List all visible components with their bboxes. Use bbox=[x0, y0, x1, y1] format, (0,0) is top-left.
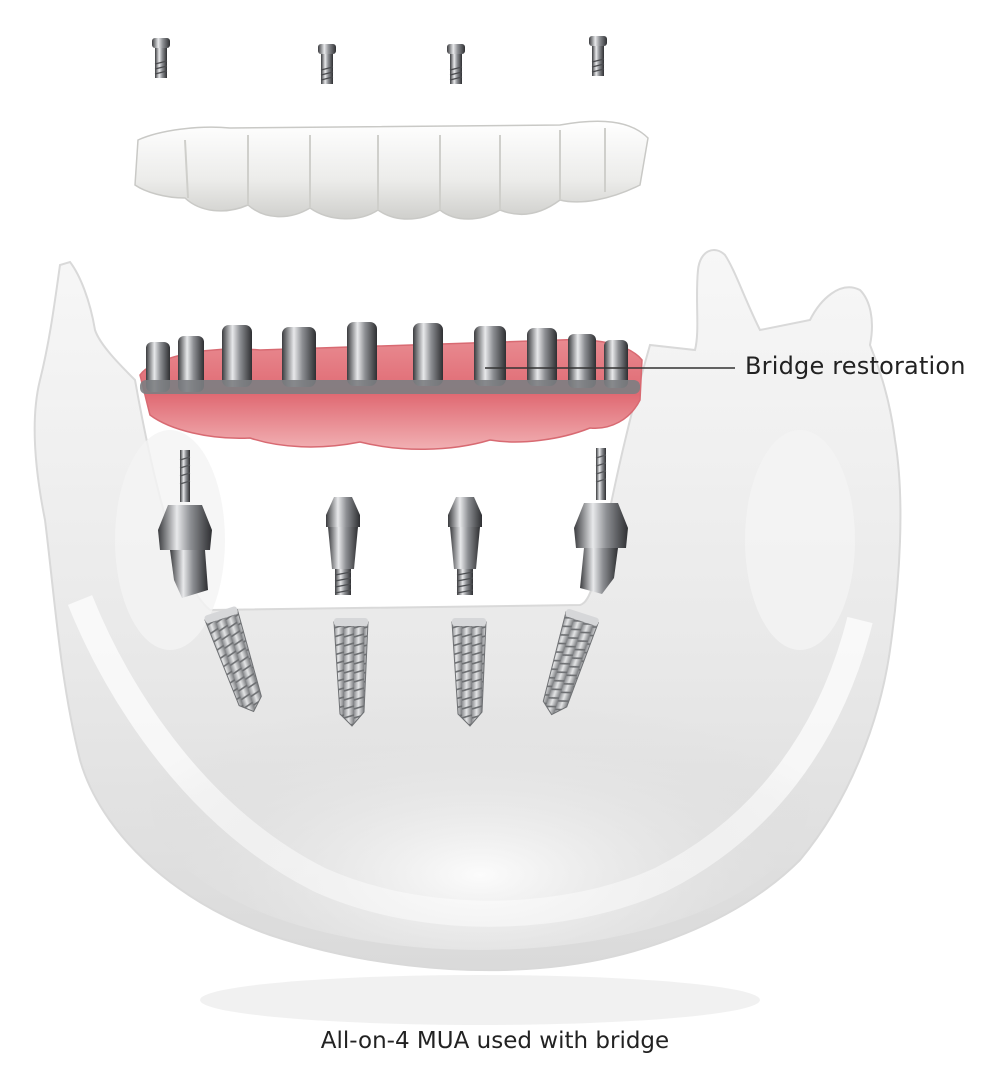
screw-icon bbox=[318, 44, 336, 84]
screw-icon bbox=[589, 36, 607, 76]
mua-abutments bbox=[158, 448, 628, 598]
screw-icon bbox=[447, 44, 465, 84]
straight-abutment-icon bbox=[326, 497, 360, 595]
straight-abutment-icon bbox=[448, 497, 482, 595]
figure-caption: All-on-4 MUA used with bridge bbox=[0, 1028, 990, 1054]
crown-teeth bbox=[135, 121, 648, 219]
bridge-restoration bbox=[140, 322, 642, 449]
prosthetic-screws bbox=[152, 36, 607, 84]
screw-icon bbox=[152, 38, 170, 78]
bridge-restoration-label: Bridge restoration bbox=[745, 352, 966, 380]
